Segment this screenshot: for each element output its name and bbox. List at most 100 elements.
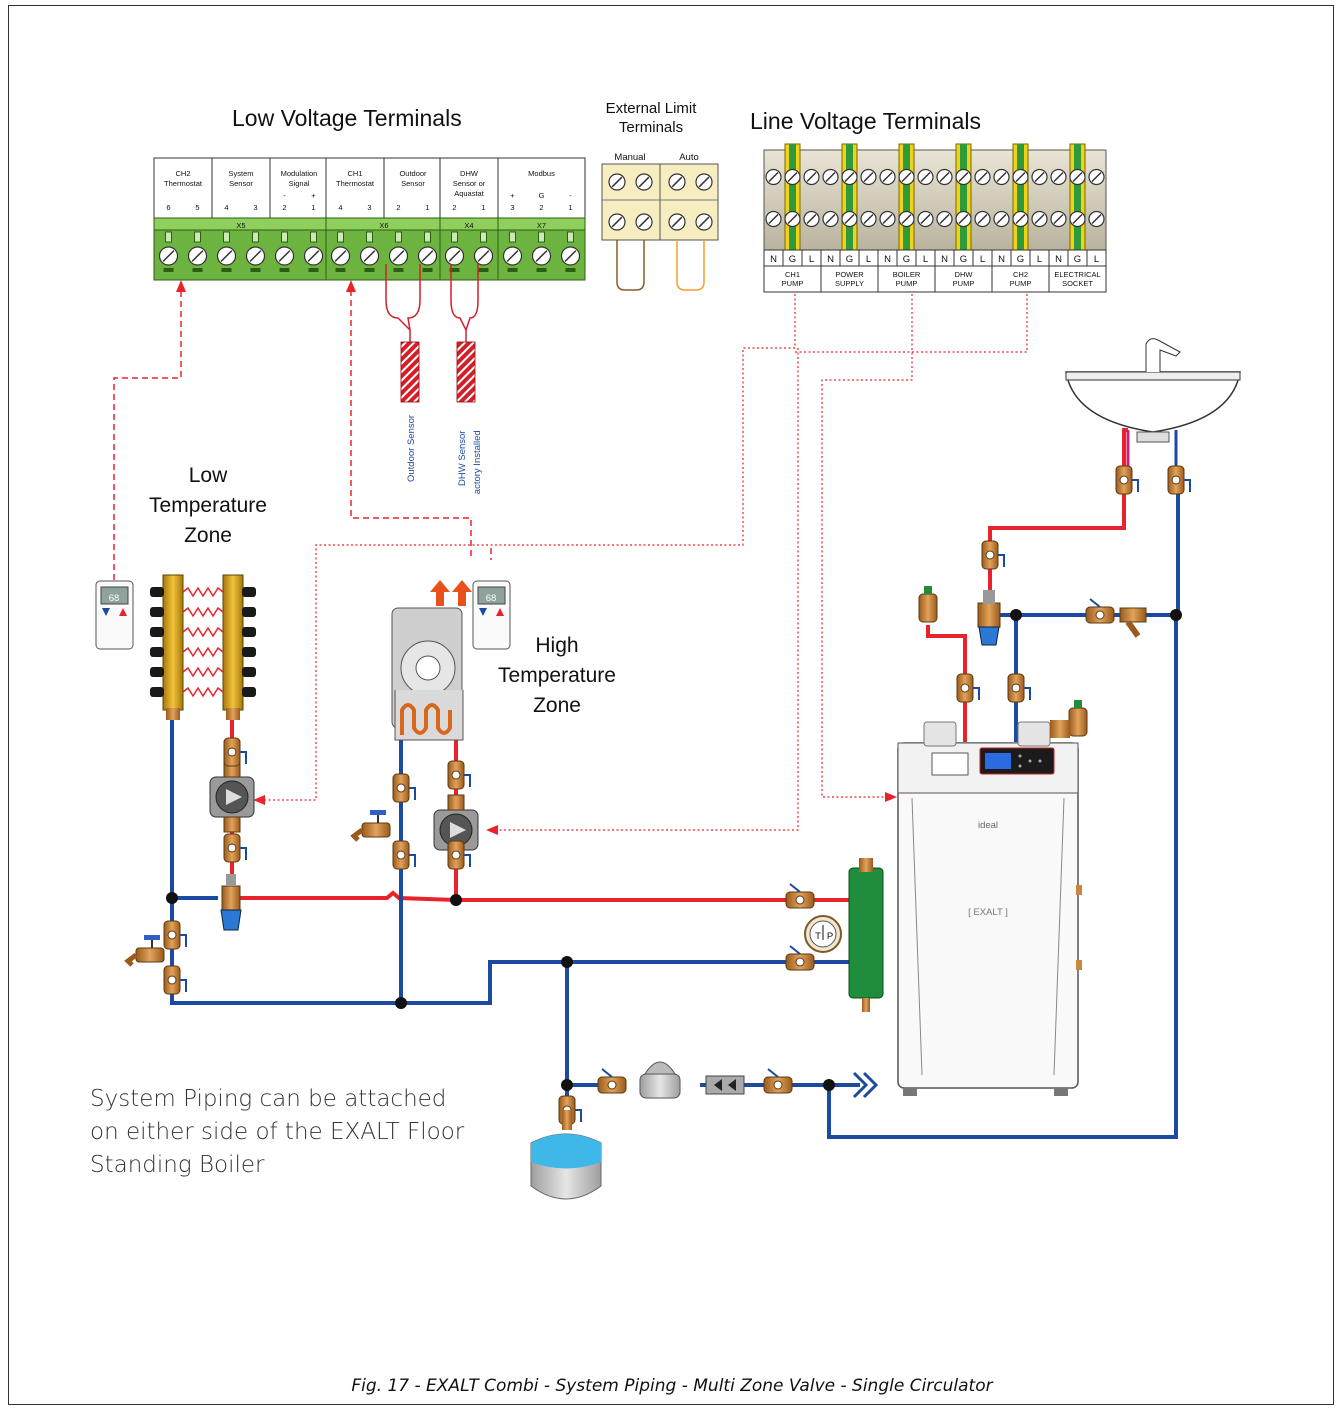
manual-label: Manual <box>614 152 645 163</box>
boiler-brand: ideal <box>978 820 998 831</box>
pin-polarity: + <box>510 191 515 200</box>
thermostat-low-zone: 68 <box>95 580 134 650</box>
valves <box>124 465 1191 1125</box>
pin-number: 1 <box>568 203 572 212</box>
thermostat-high-zone: 68 <box>472 580 511 650</box>
terminal-group-label: Outdoor <box>399 169 427 178</box>
pin-number: 3 <box>367 203 371 212</box>
line-pin-letter: N <box>998 254 1005 265</box>
line-group-label: BOILER <box>893 270 921 279</box>
check-valve <box>392 773 416 803</box>
line-group-label: CH2 <box>1013 270 1028 279</box>
pin-number: 3 <box>253 203 257 212</box>
line-group-label: ELECTRICAL <box>1054 270 1100 279</box>
ball-valve <box>1085 598 1115 624</box>
ball-valve <box>223 833 247 863</box>
line-pin-letter: N <box>941 254 948 265</box>
check-valve <box>163 920 187 950</box>
pin-number: 1 <box>311 203 315 212</box>
line-pin-letter: G <box>960 254 967 265</box>
line-pin-letter: L <box>980 254 985 265</box>
low-zone-label-3: Zone <box>184 524 232 547</box>
circulator-pump-1 <box>209 761 255 833</box>
terminal-group-label: Sensor <box>229 179 253 188</box>
mixing-valve-dhw <box>977 590 1001 646</box>
ball-valve <box>763 1068 793 1094</box>
external-limit-terminals: Manual Auto <box>601 152 719 291</box>
ball-valve <box>785 883 815 909</box>
relief-valve <box>918 586 938 623</box>
ball-valve <box>956 673 980 703</box>
pin-polarity: + <box>311 191 316 200</box>
thermostat-low-reading: 68 <box>109 593 120 604</box>
boiler-model: [ EXALT ] <box>968 907 1008 918</box>
pin-polarity: G <box>539 191 545 200</box>
pin-number: 2 <box>539 203 543 212</box>
line-pin-letter: N <box>884 254 891 265</box>
low-zone-label-2: Temperature <box>149 494 267 517</box>
ball-valve <box>597 1068 627 1094</box>
ball-valve <box>392 840 416 870</box>
pin-number: 3 <box>510 203 514 212</box>
note-line-2: on either side of the EXALT Floor <box>90 1119 465 1145</box>
figure-caption: Fig. 17 - EXALT Combi - System Piping - … <box>351 1376 993 1396</box>
relief-valve <box>1068 700 1088 737</box>
ball-valve <box>981 540 1005 570</box>
mixing-valve-zone <box>220 874 242 931</box>
line-pin-letter: N <box>1055 254 1062 265</box>
sink <box>1065 338 1241 443</box>
ball-valve <box>223 737 247 767</box>
line-pin-letter: G <box>846 254 853 265</box>
ball-valve <box>447 840 471 870</box>
dhw-sensor-label-1: DHW Sensor <box>457 431 468 486</box>
line-pin-letter: G <box>1017 254 1024 265</box>
ball-valve <box>163 965 187 995</box>
line-pin-letter: G <box>1074 254 1081 265</box>
pump-wiring <box>262 294 1028 831</box>
auto-label: Auto <box>679 152 699 163</box>
dhw-sensor-label-2: Factory Installed <box>472 430 483 500</box>
pin-number: 6 <box>166 203 170 212</box>
thermostat-wiring <box>113 290 492 590</box>
circulator-pumps <box>209 761 479 866</box>
pin-polarity: - <box>283 191 286 200</box>
low-zone-label-1: Low <box>189 464 228 487</box>
terminal-group-label: Aquastat <box>454 189 485 198</box>
line-group-label: POWER <box>835 270 864 279</box>
line-voltage-title: Line Voltage Terminals <box>750 108 981 134</box>
gauge-p: P <box>827 931 833 942</box>
high-zone-label-1: High <box>535 634 578 657</box>
pin-number: 1 <box>481 203 485 212</box>
terminal-group-label: DHW <box>460 169 479 178</box>
note-line-3: Standing Boiler <box>90 1152 265 1178</box>
outdoor-sensor: Outdoor Sensor <box>385 264 421 482</box>
external-limit-title-line1: External Limit <box>606 100 698 117</box>
block-id-x7: X7 <box>537 221 546 230</box>
line-group-label: PUMP <box>953 279 975 288</box>
terminal-group-label: Modbus <box>528 169 555 178</box>
boiler: ideal [ EXALT ] <box>852 720 1082 1099</box>
note-line-1: System Piping can be attached <box>90 1086 446 1112</box>
ball-valve <box>1007 673 1031 703</box>
high-zone-label-2: Temperature <box>498 664 616 687</box>
line-group-label: PUMP <box>896 279 918 288</box>
line-pin-letter: L <box>1094 254 1099 265</box>
line-pin-letter: L <box>866 254 871 265</box>
line-pin-letter: G <box>789 254 796 265</box>
expansion-tank <box>530 1110 602 1200</box>
thermostat-high-reading: 68 <box>486 593 497 604</box>
terminal-group-label: Sensor <box>401 179 425 188</box>
line-pin-letter: L <box>923 254 928 265</box>
pin-number: 5 <box>195 203 199 212</box>
terminal-group-label: Thermostat <box>164 179 203 188</box>
terminal-group-label: CH1 <box>347 169 362 178</box>
pin-number: 2 <box>396 203 400 212</box>
pin-number: 4 <box>224 203 228 212</box>
line-pin-letter: L <box>809 254 814 265</box>
external-limit-title-line2: Terminals <box>619 119 683 136</box>
ball-valve <box>785 945 815 971</box>
terminal-group-label: Signal <box>289 179 310 188</box>
